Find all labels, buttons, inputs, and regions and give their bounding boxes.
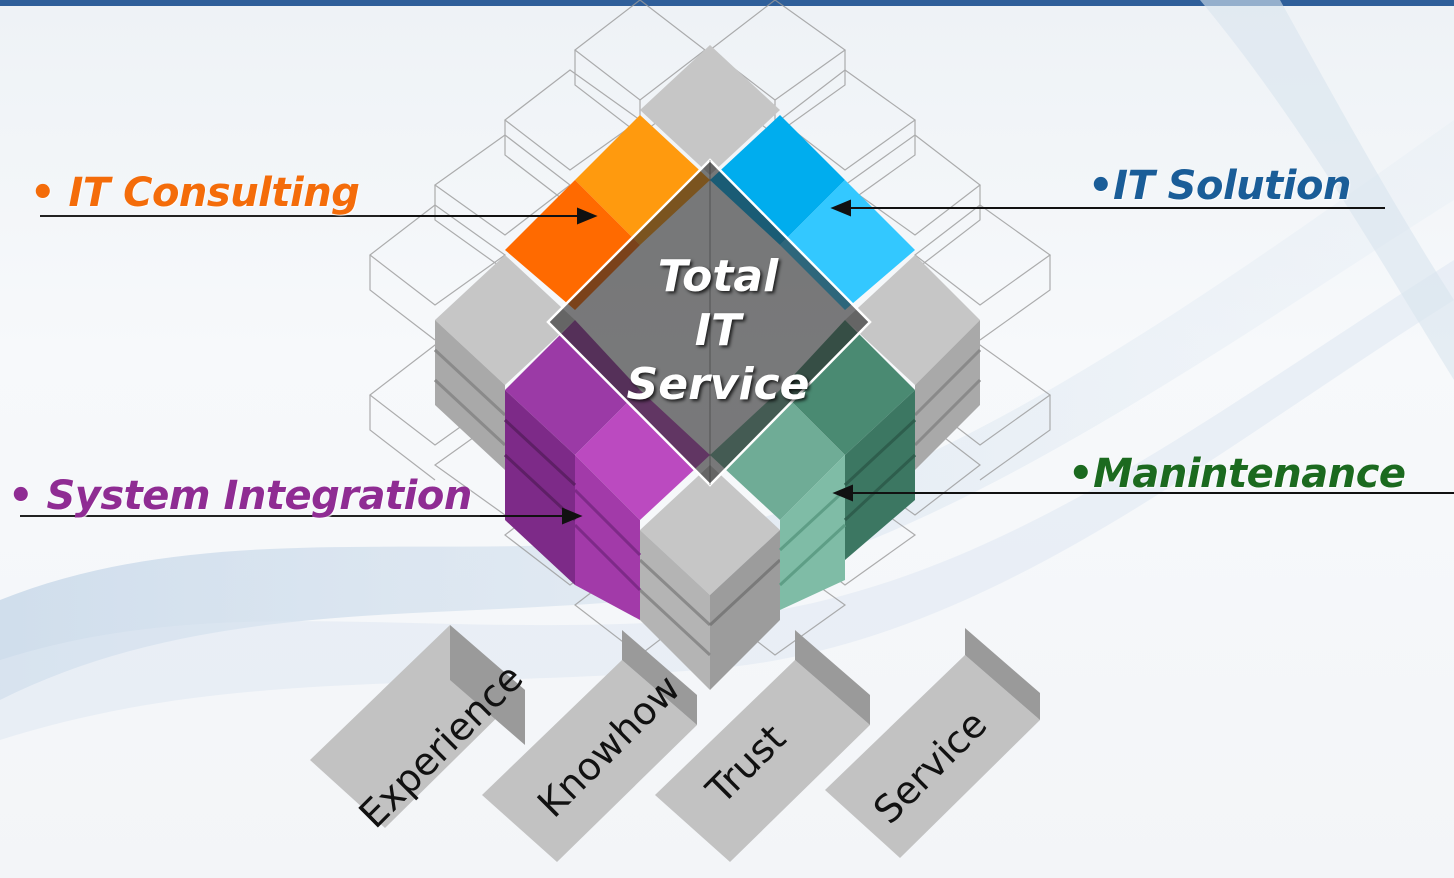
center-line-service: Service xyxy=(626,359,810,410)
center-line-it: IT xyxy=(694,305,742,356)
center-diamond xyxy=(546,158,872,487)
si-underline xyxy=(20,515,480,517)
arrows xyxy=(380,199,1454,525)
system-integration-block xyxy=(503,320,710,620)
top-bar xyxy=(0,0,1454,6)
it-consulting-label: • IT Consulting xyxy=(30,170,360,216)
center-line-total: Total xyxy=(657,251,779,302)
center-title: Total IT Service xyxy=(598,250,838,412)
consulting-underline xyxy=(40,215,380,217)
gray-blocks xyxy=(433,45,982,690)
maintenance-label: •Manintenance xyxy=(1068,451,1406,497)
pillar-blocks xyxy=(310,625,1040,862)
it-solution-label: •IT Solution xyxy=(1088,163,1351,209)
system-integration-label: • System Integration xyxy=(8,473,472,519)
